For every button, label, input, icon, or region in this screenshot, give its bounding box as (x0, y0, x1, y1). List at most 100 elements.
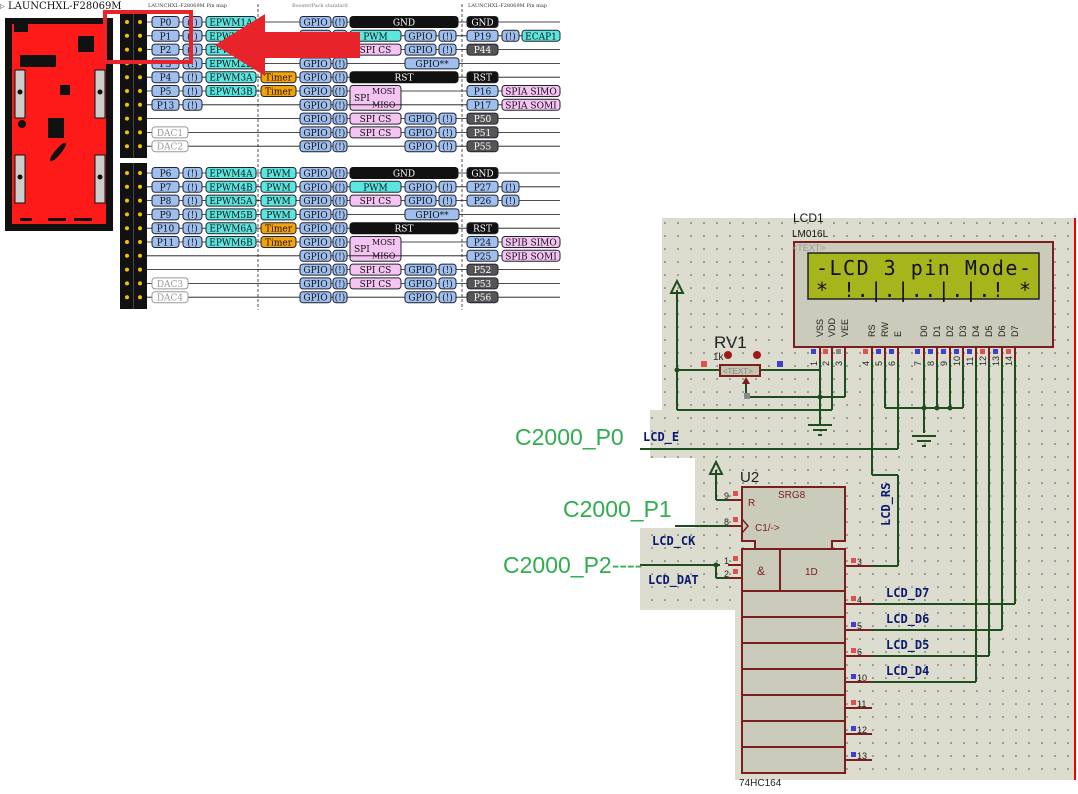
bp-gpio-label: GPIO (404, 43, 437, 56)
left-pin-label-label: P6 (160, 170, 172, 180)
lcd-pin-name: D6 (997, 325, 1007, 337)
gpio-label-label: GPIO (303, 225, 327, 235)
left-pin-label: P2 (151, 43, 180, 56)
gpio-label: GPIO (299, 71, 332, 84)
register-pin-number: 1 (724, 556, 729, 566)
warning-badge: (!) (438, 277, 457, 290)
left-pin-label-label: DAC4 (157, 294, 184, 304)
boosterpack-label-label: Timer (265, 88, 293, 98)
bp-gpio-label: GPIO** (404, 57, 460, 70)
left-pin-label-label: P3 (160, 60, 172, 70)
header-pin (138, 198, 142, 203)
register-body (741, 548, 846, 774)
right-pin-label: P27 (466, 180, 499, 193)
net-label-lcd-d4: LCD_D4 (886, 664, 929, 679)
gpio-label-label: GPIO (303, 88, 327, 98)
lcd-module[interactable]: LCD1 LM016L <TEXT> -LCD 3 pin Mode- * !.… (792, 211, 1054, 366)
warning-badge: (!) (182, 236, 203, 249)
left-pin-label: P4 (151, 71, 180, 84)
left-pin-label-label: P5 (160, 88, 172, 98)
register-pin-number: 2 (724, 569, 729, 579)
bp-function-label: SPI CS (349, 194, 402, 207)
bp-gpio-label-label: GPIO (408, 46, 432, 56)
net-label-lcd-e: LCD_E (643, 430, 679, 445)
launchpad-pin-map: ▷ LAUNCHXL-F28069M LAUNCHXL-F28069M Pin … (0, 1, 561, 310)
boosterpack-label-label: PWM (266, 170, 291, 180)
warning-badge-label: (!) (335, 210, 346, 221)
bp-power-label: GND (349, 16, 459, 29)
warning-badge: (!) (438, 194, 457, 207)
warning-badge: (!) (182, 222, 203, 235)
gpio-label-label: GPIO (303, 60, 327, 70)
warning-badge-label: (!) (335, 87, 346, 98)
u2-part: 74HC164 (739, 778, 782, 789)
bp-gpio-label-label: GPIO (408, 183, 432, 193)
right-pin-label-label: P17 (474, 101, 492, 111)
gpio-label-label: GPIO (303, 280, 327, 290)
mosi-label: MOSI (372, 87, 395, 96)
bp-function-label: SPI CS (349, 126, 402, 139)
header-pin (138, 116, 142, 121)
bp-gpio-label-label: GPIO (408, 115, 432, 125)
header-pin (125, 281, 129, 286)
right-pin-label: P44 (466, 43, 499, 56)
warning-badge-label: (!) (442, 265, 453, 276)
header-pin (125, 253, 129, 258)
lcd-pin-number: 6 (887, 361, 897, 366)
right-pin-label: RST (466, 71, 499, 84)
shift-register-u2[interactable]: U2 SRG8 R C1/-> & 1D 74HC164 34561011121… (724, 469, 872, 789)
register-pin-number: 6 (857, 647, 862, 657)
pin-state-marker (851, 726, 856, 731)
lcd-pin-name: RS (867, 324, 877, 337)
pot-body (719, 364, 761, 377)
right-pin-label: P26 (466, 194, 499, 207)
potentiometer-rv1[interactable]: RV1 1k <TEXT> (701, 333, 783, 399)
header-pin (125, 171, 129, 175)
warning-badge-label: (!) (335, 59, 346, 70)
spi-label: SPI (354, 245, 370, 255)
right-pin-label-label: P26 (474, 197, 492, 207)
left-pin-label-label: P1 (160, 32, 172, 42)
ground-icon (808, 424, 832, 436)
bp-function-label-label: SPI CS (360, 280, 392, 290)
boosterpack-label-label: PWM (266, 183, 291, 193)
lcd-pin-number: 3 (834, 361, 844, 366)
warning-badge-label: (!) (505, 31, 516, 42)
boosterpack-label: Timer (260, 222, 297, 235)
right-pin-label-label: P27 (474, 183, 492, 193)
gpio-label: GPIO (299, 98, 332, 111)
bp-function-label-label: SPI CS (360, 266, 392, 276)
net-label-lcd-d5: LCD_D5 (886, 638, 929, 653)
warning-badge-label: (!) (335, 224, 346, 235)
warning-badge: (!) (332, 16, 348, 29)
pin-state-marker (836, 349, 841, 354)
bp-power-label: RST (349, 222, 459, 235)
bp-power-label-label: RST (395, 74, 414, 84)
header-pin (125, 130, 129, 135)
warning-badge: (!) (182, 194, 203, 207)
lcd-line-2: * !.|.|..|.|.! * (816, 278, 1031, 302)
register-pin-number: 3 (857, 557, 862, 567)
bp-gpio-label: GPIO (404, 180, 437, 193)
bp-function-label: PWM (349, 180, 402, 193)
right-pin-label: P16 (466, 85, 499, 98)
lcd-pins: VSS1VDD2VEE3RS4RW5E6D07D18D29D310D411D51… (809, 317, 1020, 366)
register-pin-number: 5 (857, 621, 862, 631)
function-label-label: EPWM5B (209, 211, 253, 221)
canvas-gap (640, 458, 695, 528)
left-pin-label: DAC3 (151, 277, 189, 290)
lcd-text-placeholder: <TEXT> (792, 243, 826, 253)
pin-state-marker (811, 349, 816, 354)
header-pin (125, 102, 129, 107)
right-function-label-label: SPIB SOMI (505, 252, 557, 262)
warning-badge: (!) (332, 277, 348, 290)
right-function-label: SPIA SOMI (501, 98, 561, 111)
header-pin (138, 184, 142, 189)
function-label: EPWM4A (205, 167, 257, 180)
right-pin-label-label: GND (471, 19, 493, 29)
right-pin-label-label: P24 (474, 239, 492, 249)
warning-badge-label: (!) (442, 293, 453, 304)
right-pin-label: P53 (466, 277, 499, 290)
header-pin (125, 116, 129, 121)
